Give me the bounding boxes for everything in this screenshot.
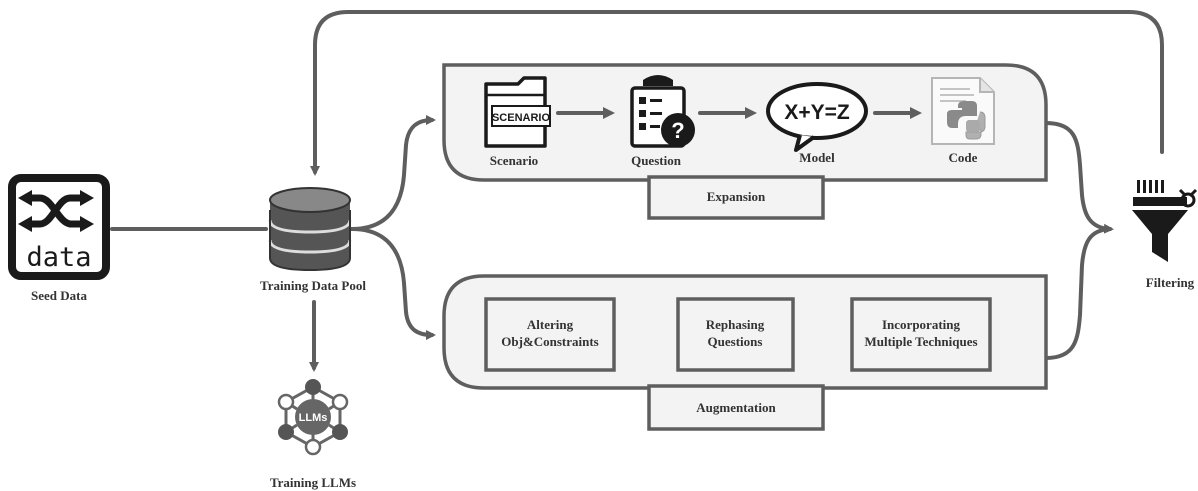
funnel-filter-icon <box>1132 180 1198 262</box>
pool-to-augmentation-arrow <box>350 227 436 340</box>
seed-data-icon-text: data <box>26 242 91 273</box>
equation-text: X+Y=Z <box>784 101 850 124</box>
altering-line2: Obj&Constraints <box>501 334 599 349</box>
incorporating-line1: Incorporating <box>882 317 961 332</box>
scenario-icon-text: SCENARIO <box>492 112 551 124</box>
rephrasing-line1: Rephasing <box>706 317 765 332</box>
rephrasing-line2: Questions <box>708 334 763 349</box>
altering-line1: Altering <box>527 317 574 332</box>
incorporating-techniques-box <box>850 297 992 372</box>
question-mark-text: ? <box>671 118 684 143</box>
llms-icon-text: LLMs <box>299 412 328 424</box>
seed-data-label: Seed Data <box>31 288 87 303</box>
python-file-icon <box>931 77 995 145</box>
altering-constraints-box <box>484 297 616 372</box>
training-llms-label: Training LLMs <box>270 475 356 490</box>
question-label: Question <box>631 153 682 168</box>
feedback-loop-arrow <box>310 10 1164 176</box>
incorporating-line2: Multiple Techniques <box>864 334 977 349</box>
augmentation-label: Augmentation <box>696 400 776 415</box>
model-label: Model <box>799 150 835 165</box>
augmentation-tab <box>647 384 825 431</box>
seed-data-icon: data <box>8 174 110 280</box>
scenario-folder-icon: SCENARIO <box>484 76 551 148</box>
clipboard-question-icon: ? <box>630 75 695 148</box>
filtering-label: Filtering <box>1146 275 1195 290</box>
equation-bubble-icon: X+Y=Z <box>766 82 868 152</box>
pool-to-expansion-arrow <box>350 115 436 231</box>
database-icon <box>268 187 352 272</box>
code-label: Code <box>949 150 978 165</box>
expansion-label: Expansion <box>707 189 766 204</box>
expansion-tab <box>647 175 825 220</box>
scenario-label: Scenario <box>490 153 538 168</box>
expansion-to-filtering-arrow <box>1044 121 1114 234</box>
llm-network-icon: LLMs <box>277 379 349 456</box>
augmentation-to-filtering-arrow <box>1044 227 1112 360</box>
rephrasing-questions-box <box>676 297 795 372</box>
training-data-pool-label: Training Data Pool <box>260 278 366 293</box>
